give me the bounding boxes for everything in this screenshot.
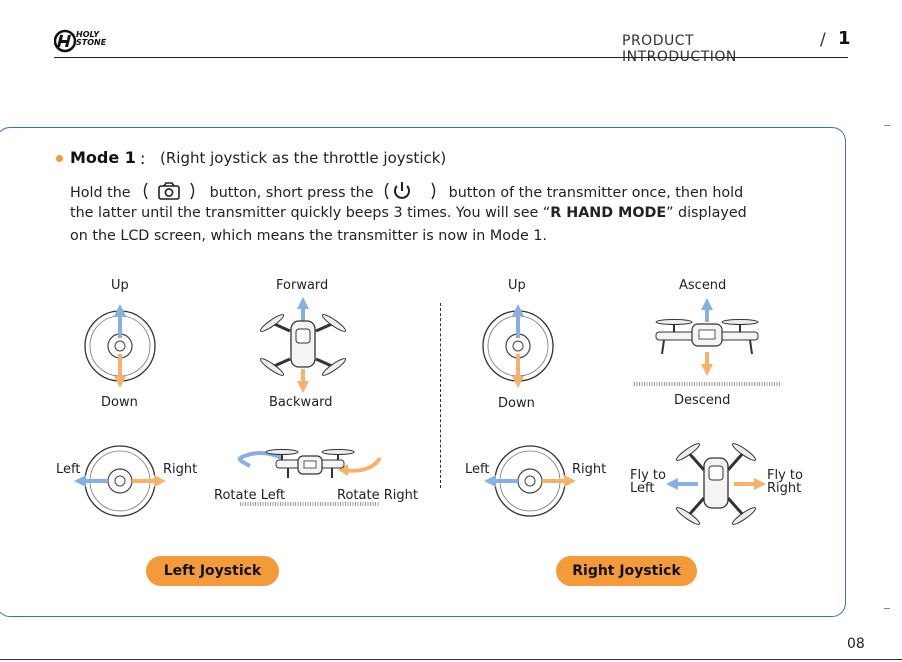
joystick-throttle-up-down-icon bbox=[482, 304, 554, 388]
page-number: 08 bbox=[847, 636, 865, 652]
drone-top-view-icon bbox=[259, 297, 347, 393]
label-descend: Descend bbox=[674, 393, 731, 408]
fly-right-line-1: Fly to bbox=[767, 468, 803, 483]
instruction-line-2: the latter until the transmitter quickly… bbox=[70, 205, 747, 221]
camera-button-glyph bbox=[139, 181, 201, 205]
label-up: Up bbox=[111, 278, 129, 293]
side-tick-top bbox=[884, 125, 890, 126]
drone-top-view-roll-icon bbox=[666, 443, 766, 525]
fly-left-line-1: Fly to bbox=[630, 468, 666, 483]
instruction-line-3: on the LCD screen, which means the trans… bbox=[70, 228, 548, 244]
label-left-right-stick: Left bbox=[465, 462, 490, 477]
label-down-right: Down bbox=[498, 396, 535, 411]
camera-icon bbox=[143, 182, 195, 200]
mode-title: Mode 1 bbox=[70, 148, 136, 167]
instruction-text: the latter until the transmitter quickly… bbox=[70, 205, 551, 221]
header-slash: / bbox=[820, 30, 826, 50]
label-fly-to-left: Fly to Left bbox=[630, 469, 666, 495]
label-down: Down bbox=[101, 395, 138, 410]
header-divider bbox=[54, 57, 848, 58]
brand-line-2: STONE bbox=[76, 38, 107, 47]
side-tick-bottom bbox=[884, 608, 890, 609]
label-right: Right bbox=[163, 462, 198, 477]
mode-colon: : bbox=[140, 149, 146, 168]
label-forward: Forward bbox=[276, 278, 329, 293]
joystick-roll-icon bbox=[484, 445, 576, 517]
mode-subtitle: (Right joystick as the throttle joystick… bbox=[160, 149, 447, 167]
instruction-text: Hold the bbox=[70, 185, 131, 201]
holy-stone-logo-icon bbox=[54, 29, 77, 53]
section-number: 1 bbox=[838, 28, 851, 49]
power-icon bbox=[384, 182, 436, 200]
joystick-up-down-icon bbox=[84, 304, 156, 388]
label-rotate-right: Rotate Right bbox=[337, 488, 418, 503]
label-left: Left bbox=[56, 462, 81, 477]
fly-right-line-2: Right bbox=[767, 481, 802, 496]
section-title: PRODUCT INTRODUCTION bbox=[622, 33, 737, 65]
instruction-line-1: Hold the button, short press the button … bbox=[70, 181, 743, 205]
instruction-text: button of the transmitter once, then hol… bbox=[448, 185, 744, 201]
section-divider bbox=[440, 303, 441, 488]
instruction-text: ” displayed bbox=[666, 205, 747, 221]
label-backward: Backward bbox=[269, 395, 333, 410]
instruction-text: button, short press the bbox=[209, 185, 374, 201]
label-fly-to-right: Fly to Right bbox=[767, 469, 803, 495]
fly-left-line-2: Left bbox=[630, 481, 655, 496]
brand-name: HOLY STONE bbox=[76, 31, 106, 47]
label-right-right-stick: Right bbox=[572, 462, 607, 477]
label-rotate-left: Rotate Left bbox=[214, 488, 286, 503]
footer-divider bbox=[0, 659, 902, 660]
power-button-glyph bbox=[382, 181, 440, 205]
brand-line-1: HOLY bbox=[76, 30, 100, 39]
mode-frame bbox=[0, 127, 846, 617]
left-joystick-label: Left Joystick bbox=[146, 556, 279, 586]
mode-name-highlight: R HAND MODE bbox=[550, 205, 667, 221]
drone-side-view-icon bbox=[634, 298, 780, 386]
right-joystick-label: Right Joystick bbox=[556, 556, 697, 586]
joystick-left-right-icon bbox=[74, 445, 166, 517]
bullet-dot-icon bbox=[56, 155, 63, 162]
drone-rotate-icon bbox=[237, 449, 382, 506]
label-up-right: Up bbox=[508, 278, 526, 293]
label-ascend: Ascend bbox=[679, 278, 727, 293]
